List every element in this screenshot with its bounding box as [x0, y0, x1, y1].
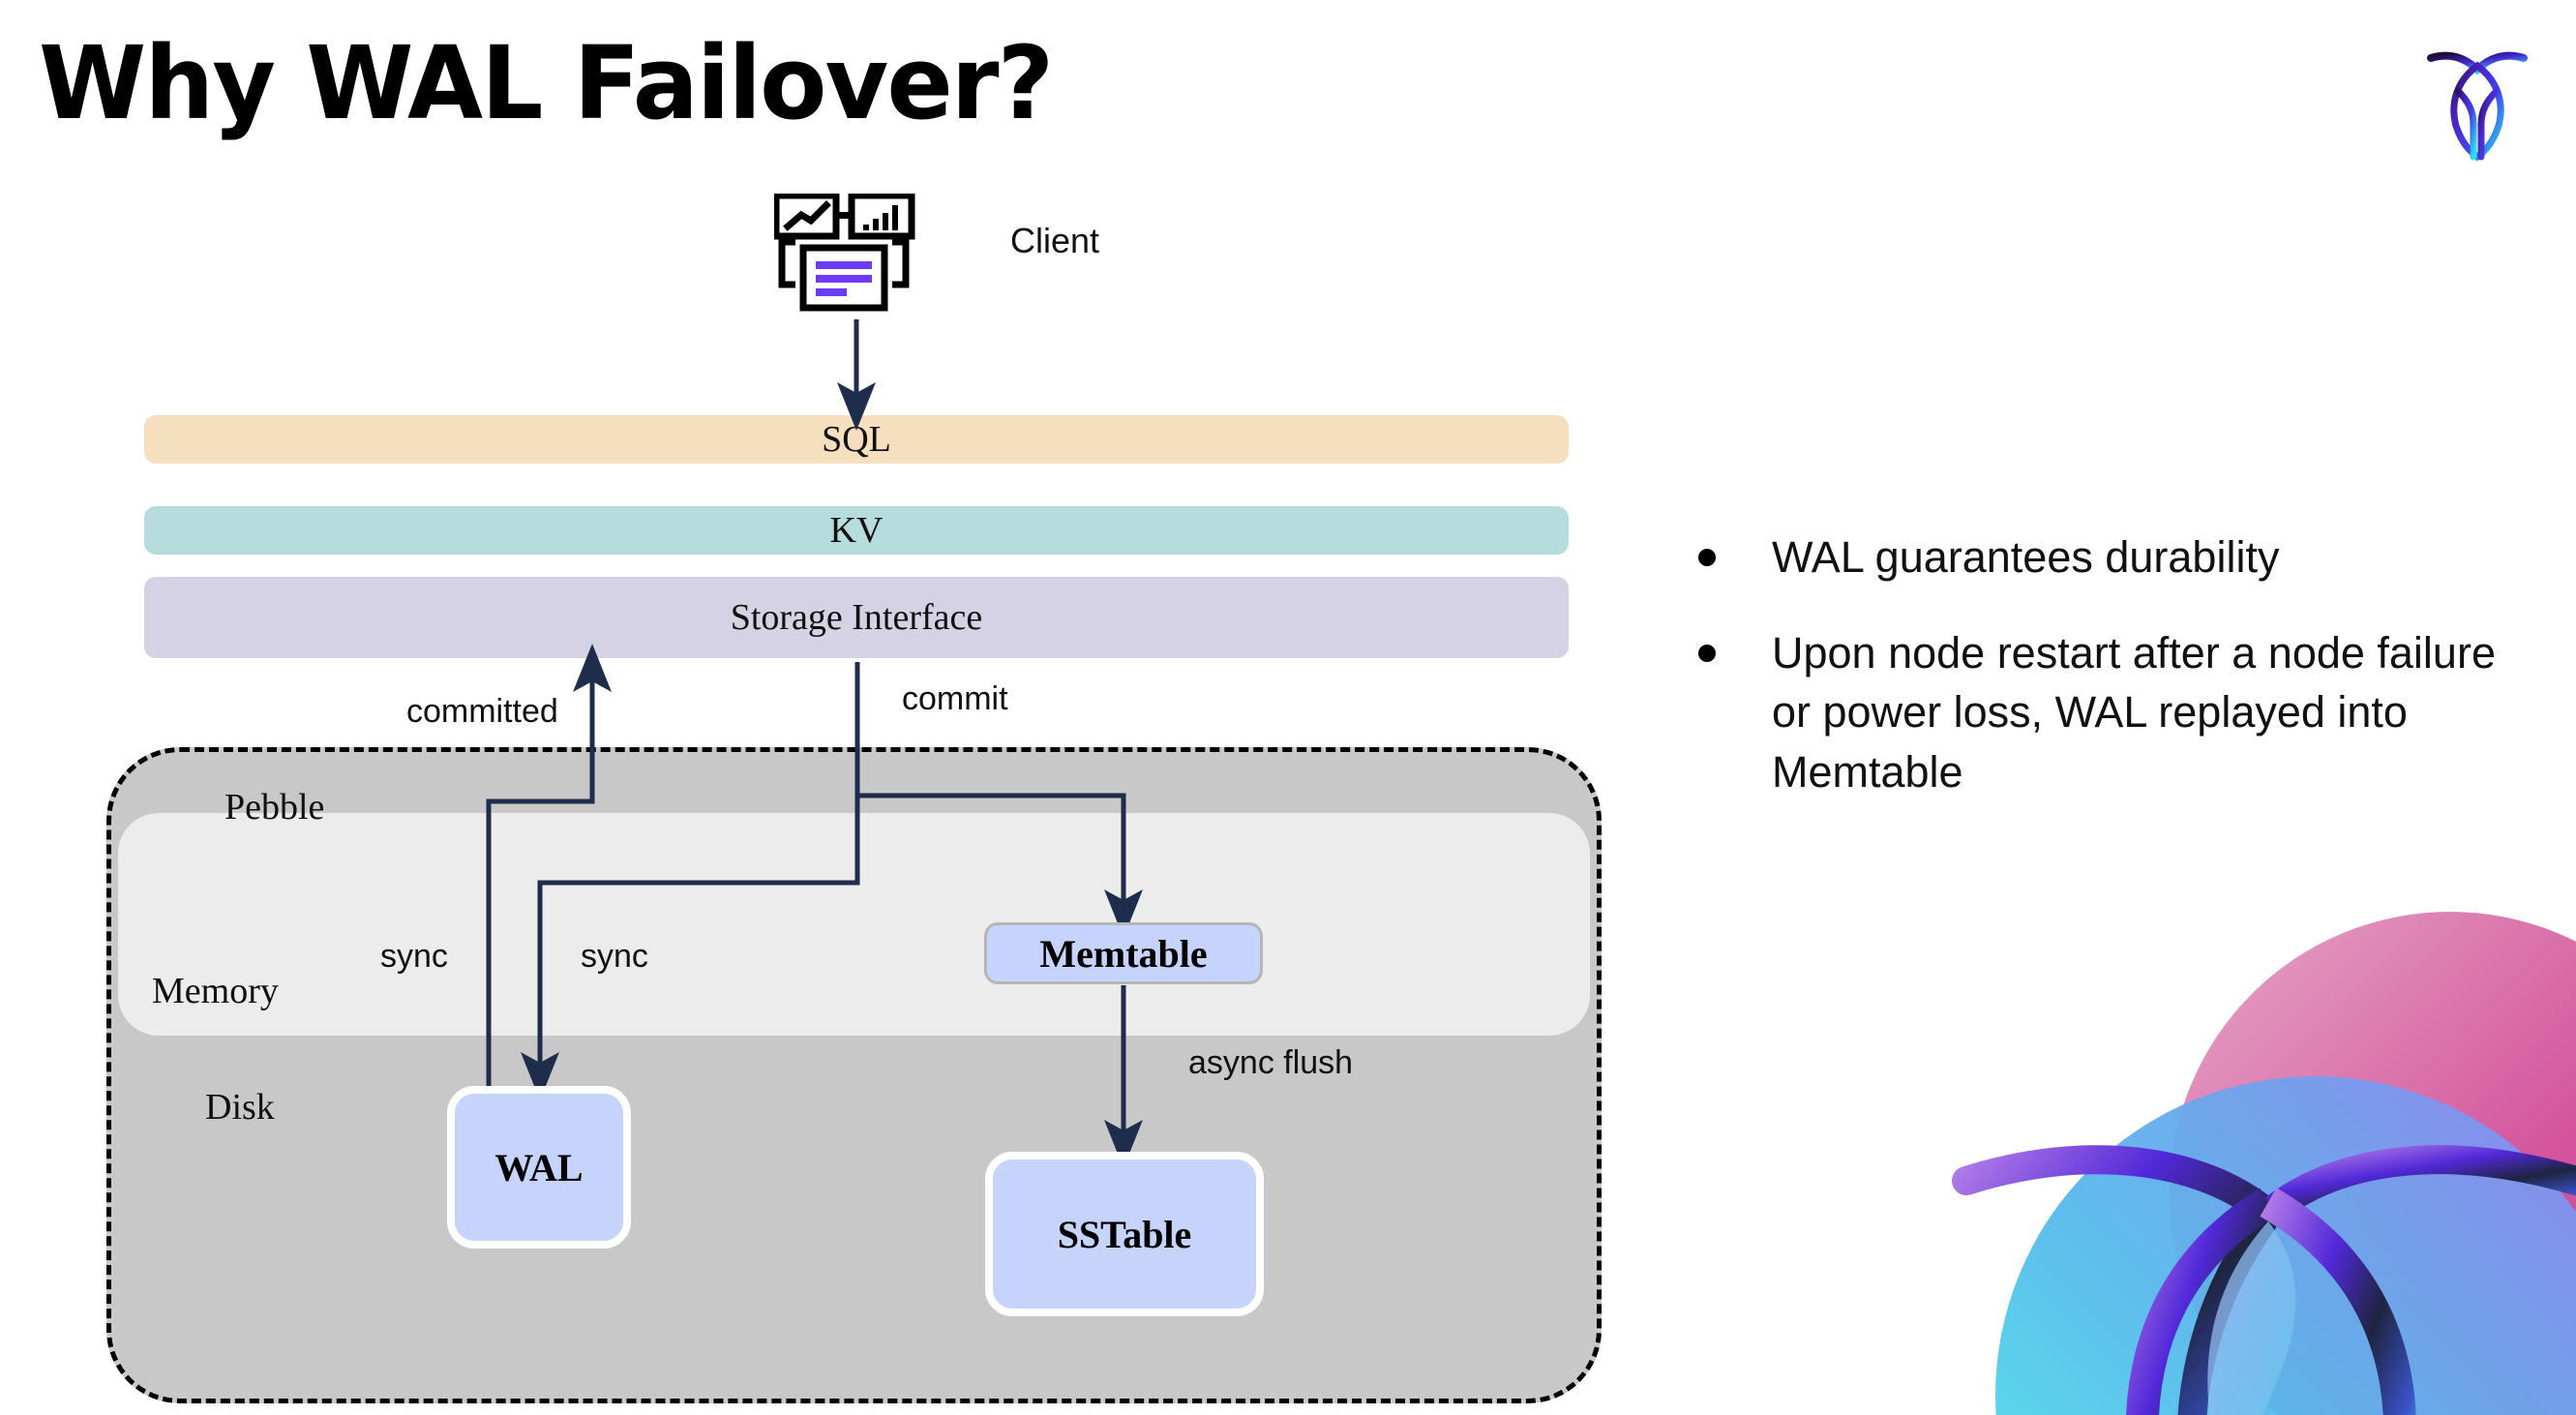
bullet-text: WAL guarantees durability — [1772, 532, 2280, 582]
client-label: Client — [1010, 221, 1100, 260]
page-title: Why WAL Failover? — [39, 24, 1054, 142]
node-wal: WAL — [447, 1086, 631, 1249]
cockroachdb-logo-icon — [2413, 37, 2541, 163]
client-dashboard-icon — [772, 192, 929, 319]
layer-bar-sql-label: SQL — [822, 419, 891, 460]
disk-label: Disk — [205, 1087, 275, 1128]
list-item: Upon node restart after a node failure o… — [1698, 623, 2511, 801]
node-sstable: SSTable — [985, 1152, 1264, 1316]
node-memtable: Memtable — [984, 922, 1263, 984]
edge-label-committed: committed — [406, 693, 558, 730]
edge-label-sync-right: sync — [581, 938, 648, 975]
pebble-label: Pebble — [225, 787, 325, 828]
layer-bar-kv: KV — [144, 506, 1569, 555]
layer-bar-storage-interface-label: Storage Interface — [730, 597, 983, 638]
list-item: WAL guarantees durability — [1698, 527, 2511, 587]
memory-panel — [118, 813, 1590, 1036]
bullet-dot-icon — [1698, 549, 1716, 566]
node-memtable-label: Memtable — [1039, 931, 1208, 976]
memory-label: Memory — [152, 971, 279, 1011]
bullet-list: WAL guarantees durability Upon node rest… — [1698, 527, 2511, 838]
cockroachdb-watermark-icon — [1952, 912, 2576, 1415]
edge-label-commit: commit — [902, 680, 1008, 717]
layer-bar-kv-label: KV — [829, 510, 884, 551]
edge-label-async-flush: async flush — [1188, 1044, 1354, 1081]
node-sstable-label: SSTable — [1057, 1212, 1192, 1256]
node-wal-label: WAL — [494, 1145, 584, 1189]
layer-bar-sql: SQL — [144, 415, 1569, 464]
bullet-dot-icon — [1698, 645, 1716, 663]
layer-bar-storage-interface: Storage Interface — [144, 577, 1569, 658]
edge-label-sync-left: sync — [380, 938, 448, 975]
bullet-text: Upon node restart after a node failure o… — [1772, 628, 2496, 797]
